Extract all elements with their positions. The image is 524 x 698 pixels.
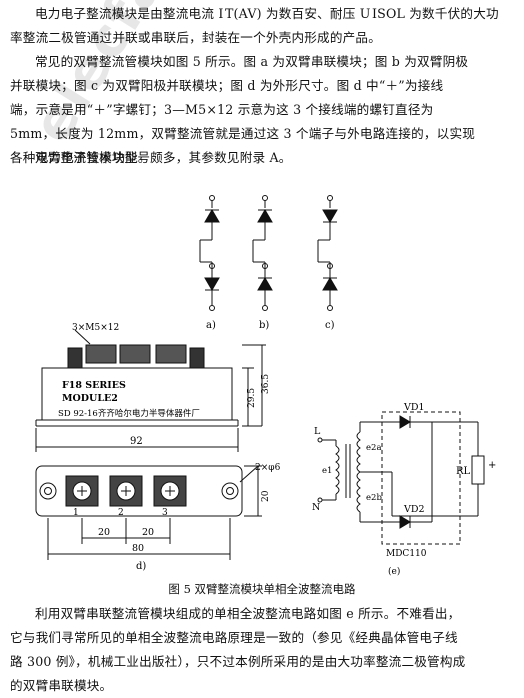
diode-icon (399, 415, 411, 429)
module-model: MODULE2 (62, 393, 118, 404)
dim-29-5: 29.5 (247, 388, 257, 408)
diode-icon (399, 515, 411, 529)
text-line: 并联模块；图 c 为双臂阳极并联模块；图 d 为外形尺寸。图 d 中“＋”为接线 (10, 78, 444, 93)
label-a: a) (206, 320, 216, 331)
text-line: 的双臂串联模块。 (10, 678, 113, 693)
label-d: d) (136, 561, 146, 572)
terminal-1: 1 (73, 508, 79, 518)
screw-label: 3×M5×12 (72, 323, 119, 333)
label-b: b) (259, 320, 269, 331)
circuit-model: MDC110 (386, 549, 427, 559)
text-line: 它与我们寻常所见的单相全波整流电路原理是一致的（参见《经典晶体管电子线 (10, 630, 458, 645)
text-line: 电力电子整流模块是由整流电流 I T(AV) 为数百安、耐压 U ISOL 为数… (35, 6, 499, 21)
text-line: 5mm，长度为 12mm，双臂整流管就是通过这 3 个端子与外电路连接的，以实现 (10, 126, 476, 141)
text-line: 端，示意是用“＋”字螺钉；3—M5×12 示意为这 3 个接线端的螺钉直径为 (10, 102, 434, 117)
circuit-VD1: VD1 (403, 402, 425, 413)
terminal-2: 2 (118, 508, 124, 518)
paragraph-2: 常见的双臂整流管模块如图 5 所示。图 a 为双臂串联模块；图 b 为双臂阴极 … (10, 50, 514, 170)
dim-80: 80 (132, 543, 144, 554)
diode-icon (257, 209, 273, 223)
circuit-e2a: e2a (366, 443, 382, 453)
module-top-view (35, 465, 262, 560)
figure-caption: 图 5 双臂整流模块单相全波整流电路 (168, 582, 356, 596)
text-line: 率整流二极管通过并联或串联后，封装在一个外壳内形成的产品。 (10, 30, 382, 45)
circuit-plus: + (488, 460, 496, 471)
label-e: (e) (388, 566, 400, 577)
diagram-a (199, 195, 220, 311)
diagram-b (252, 195, 273, 311)
text-line: 各种电力电子技术功能。 (10, 150, 151, 165)
circuit-e (317, 411, 485, 545)
dim-92: 92 (130, 436, 143, 447)
text-line: 常见的双臂整流管模块如图 5 所示。图 a 为双臂串联模块；图 b 为双臂阴极 (35, 54, 469, 69)
text-line: 路 300 例》，机械工业出版社），只不过本例所采用的是由大功率整流二极管构成 (10, 654, 466, 669)
diode-icon (204, 277, 220, 291)
module-series: F18 SERIES (62, 380, 126, 391)
circuit-e1: e1 (322, 466, 332, 476)
circuit-VD2: VD2 (403, 504, 425, 515)
figure-5: a) b) c) 3×M5×12 F18 SERIES MODULE2 SD 9… (35, 195, 496, 577)
circuit-L: L (314, 426, 321, 437)
label-c: c) (325, 320, 335, 331)
text-line: 利用双臂串联整流管模块组成的单相全波整流电路如图 e 所示。不难看出， (35, 606, 461, 621)
module-side-view (35, 329, 266, 452)
diode-icon (322, 277, 338, 291)
circuit-RL: RL (456, 466, 471, 477)
dim-20-right: 20 (261, 490, 271, 502)
diagram-c (317, 195, 338, 311)
diode-icon (257, 277, 273, 291)
circuit-e2b: e2b (366, 493, 382, 503)
circuit-N: N (312, 502, 320, 513)
text-line: 双臂整流管模块型号颇多，其参数见附录 A。 (35, 150, 292, 165)
paragraph-3: 双臂整流管模块型号颇多，其参数见附录 A。 (10, 146, 514, 170)
paragraph-1: 电力电子整流模块是由整流电流 I T(AV) 为数百安、耐压 U ISOL 为数… (10, 2, 514, 50)
dim-36-5: 36.5 (261, 374, 271, 394)
dim-hole: 2×φ6 (255, 463, 281, 473)
terminal-3: 3 (162, 508, 168, 518)
paragraph-4: 利用双臂串联整流管模块组成的单相全波整流电路如图 e 所示。不难看出， 它与我们… (10, 602, 514, 698)
diode-icon (322, 209, 338, 223)
dim-20-b: 20 (142, 527, 154, 538)
diode-icon (204, 209, 220, 223)
dim-20-a: 20 (98, 527, 110, 538)
module-maker: SD 92-16齐齐哈尔电力半导体器件厂 (58, 408, 200, 419)
